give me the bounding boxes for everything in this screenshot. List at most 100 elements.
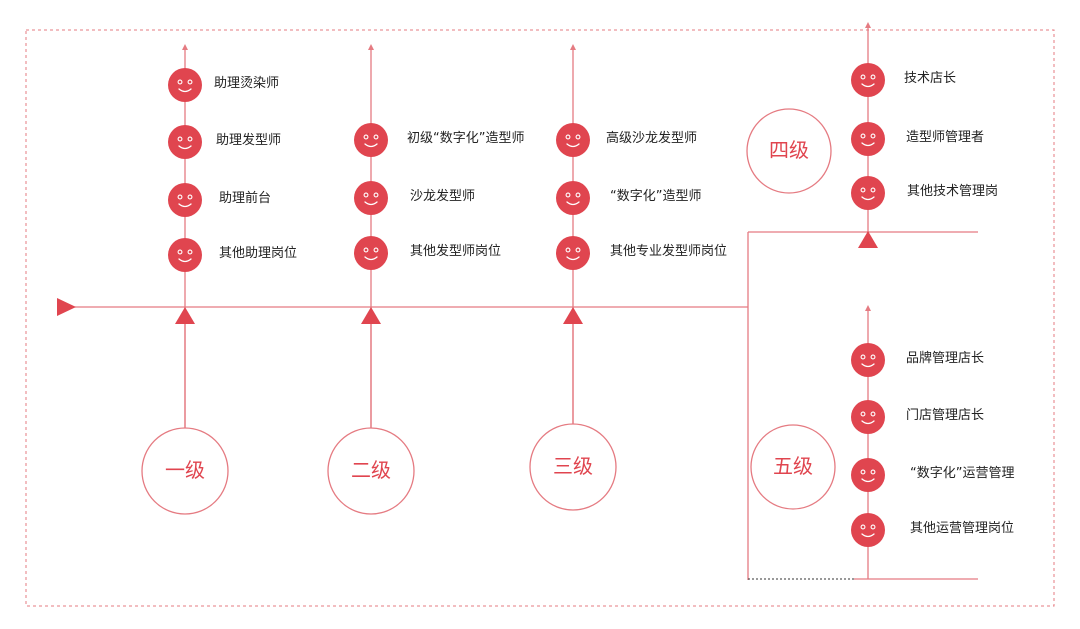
smiley-face-bg: [556, 123, 590, 157]
smiley-eye-left: [565, 134, 571, 140]
smiley-eye-left: [177, 79, 183, 85]
smiley-mouth: [364, 201, 378, 206]
smiley-eye-right: [575, 134, 581, 140]
smiley-eye-right: [373, 192, 379, 198]
smiley-eye-right: [870, 469, 876, 475]
smiley-face-bg: [354, 181, 388, 215]
level-3-role-3-smiley-icon: [556, 236, 590, 270]
smiley-eye-right: [870, 411, 876, 417]
smiley-face-bg: [556, 181, 590, 215]
level-1-circle: [141, 427, 229, 515]
level-4-role-2-smiley-icon: [851, 122, 885, 156]
level-5-stem-arrowhead: [865, 305, 871, 311]
smiley-face-bg: [168, 125, 202, 159]
level-1-role-2-label: 助理发型师: [216, 133, 282, 148]
level-4-circle: [746, 108, 832, 194]
smiley-eye-left: [860, 411, 866, 417]
level-1-role-1-smiley-icon: [168, 68, 202, 102]
smiley-face-bg: [851, 122, 885, 156]
level-5-role-3-label: “数字化”运营管理: [910, 466, 1015, 481]
smiley-eye-left: [363, 192, 369, 198]
level-3-triangle-icon: [563, 307, 583, 324]
level-1-role-4-smiley-icon: [168, 238, 202, 272]
level-1-role-3-smiley-icon: [168, 183, 202, 217]
level-4-stem-arrowhead: [865, 22, 871, 28]
smiley-mouth: [566, 201, 580, 206]
level-3-circle: [529, 423, 617, 511]
level-3-role-3-label: 其他专业发型师岗位: [610, 244, 728, 259]
smiley-eye-right: [187, 79, 193, 85]
level-1-stem-arrowhead: [182, 44, 188, 50]
smiley-eye-left: [860, 133, 866, 139]
smiley-eye-left: [860, 74, 866, 80]
outer-dashed-frame: [25, 29, 1055, 607]
level-4-role-1-label: 技术店长: [904, 71, 957, 86]
level-2-triangle-icon: [361, 307, 381, 324]
level-1-role-1-label: 助理烫染师: [214, 76, 280, 91]
smiley-eye-left: [860, 524, 866, 530]
role-icons: [168, 63, 885, 547]
smiley-mouth: [178, 258, 192, 263]
smiley-mouth: [364, 256, 378, 261]
level-2-label: 二级: [351, 458, 391, 482]
level-3-role-1-smiley-icon: [556, 123, 590, 157]
smiley-mouth: [178, 145, 192, 150]
level-1-role-4-label: 其他助理岗位: [219, 246, 298, 261]
level-1-role-2-smiley-icon: [168, 125, 202, 159]
smiley-mouth: [861, 196, 875, 201]
smiley-eye-left: [363, 134, 369, 140]
smiley-mouth: [178, 88, 192, 93]
level-4-triangle-icon: [858, 231, 878, 248]
smiley-eye-left: [177, 194, 183, 200]
smiley-eye-right: [187, 136, 193, 142]
level-3-stem-arrowhead: [570, 44, 576, 50]
level-2-role-3-smiley-icon: [354, 236, 388, 270]
smiley-eye-right: [187, 249, 193, 255]
level-5-role-4-smiley-icon: [851, 513, 885, 547]
smiley-eye-left: [860, 469, 866, 475]
level-5-role-1-smiley-icon: [851, 343, 885, 377]
smiley-face-bg: [851, 63, 885, 97]
diagram-structure: [25, 22, 1055, 607]
smiley-face-bg: [851, 176, 885, 210]
level-2-stem-arrowhead: [368, 44, 374, 50]
smiley-eye-right: [575, 192, 581, 198]
level-2-role-3-label: 其他发型师岗位: [410, 244, 502, 259]
smiley-eye-left: [177, 249, 183, 255]
smiley-face-bg: [168, 68, 202, 102]
smiley-mouth: [861, 142, 875, 147]
smiley-mouth: [566, 143, 580, 148]
smiley-eye-left: [565, 192, 571, 198]
level-4-role-3-smiley-icon: [851, 176, 885, 210]
smiley-eye-right: [870, 187, 876, 193]
level-2-circle: [327, 427, 415, 515]
level-2-role-1-label: 初级“数字化”造型师: [407, 131, 525, 146]
smiley-mouth: [861, 363, 875, 368]
smiley-eye-right: [373, 134, 379, 140]
smiley-face-bg: [851, 458, 885, 492]
level-3-role-2-label: “数字化”造型师: [610, 189, 702, 204]
level-2-role-2-label: 沙龙发型师: [410, 189, 476, 204]
level-1-role-3-label: 助理前台: [219, 191, 272, 206]
level-5-label: 五级: [773, 454, 813, 478]
smiley-mouth: [364, 143, 378, 148]
smiley-eye-right: [870, 74, 876, 80]
smiley-eye-right: [187, 194, 193, 200]
smiley-eye-left: [860, 187, 866, 193]
level-3-label: 三级: [553, 454, 593, 478]
level-5-role-3-smiley-icon: [851, 458, 885, 492]
level-5-role-2-smiley-icon: [851, 400, 885, 434]
smiley-eye-right: [373, 247, 379, 253]
smiley-face-bg: [354, 123, 388, 157]
level-5-role-1-label: 品牌管理店长: [906, 351, 985, 366]
smiley-mouth: [861, 83, 875, 88]
smiley-face-bg: [851, 343, 885, 377]
level-2-role-1-smiley-icon: [354, 123, 388, 157]
smiley-mouth: [566, 256, 580, 261]
level-4-role-2-label: 造型师管理者: [906, 130, 985, 145]
smiley-eye-left: [860, 354, 866, 360]
level-4-label: 四级: [769, 138, 809, 162]
level-3-role-2-smiley-icon: [556, 181, 590, 215]
smiley-eye-left: [177, 136, 183, 142]
